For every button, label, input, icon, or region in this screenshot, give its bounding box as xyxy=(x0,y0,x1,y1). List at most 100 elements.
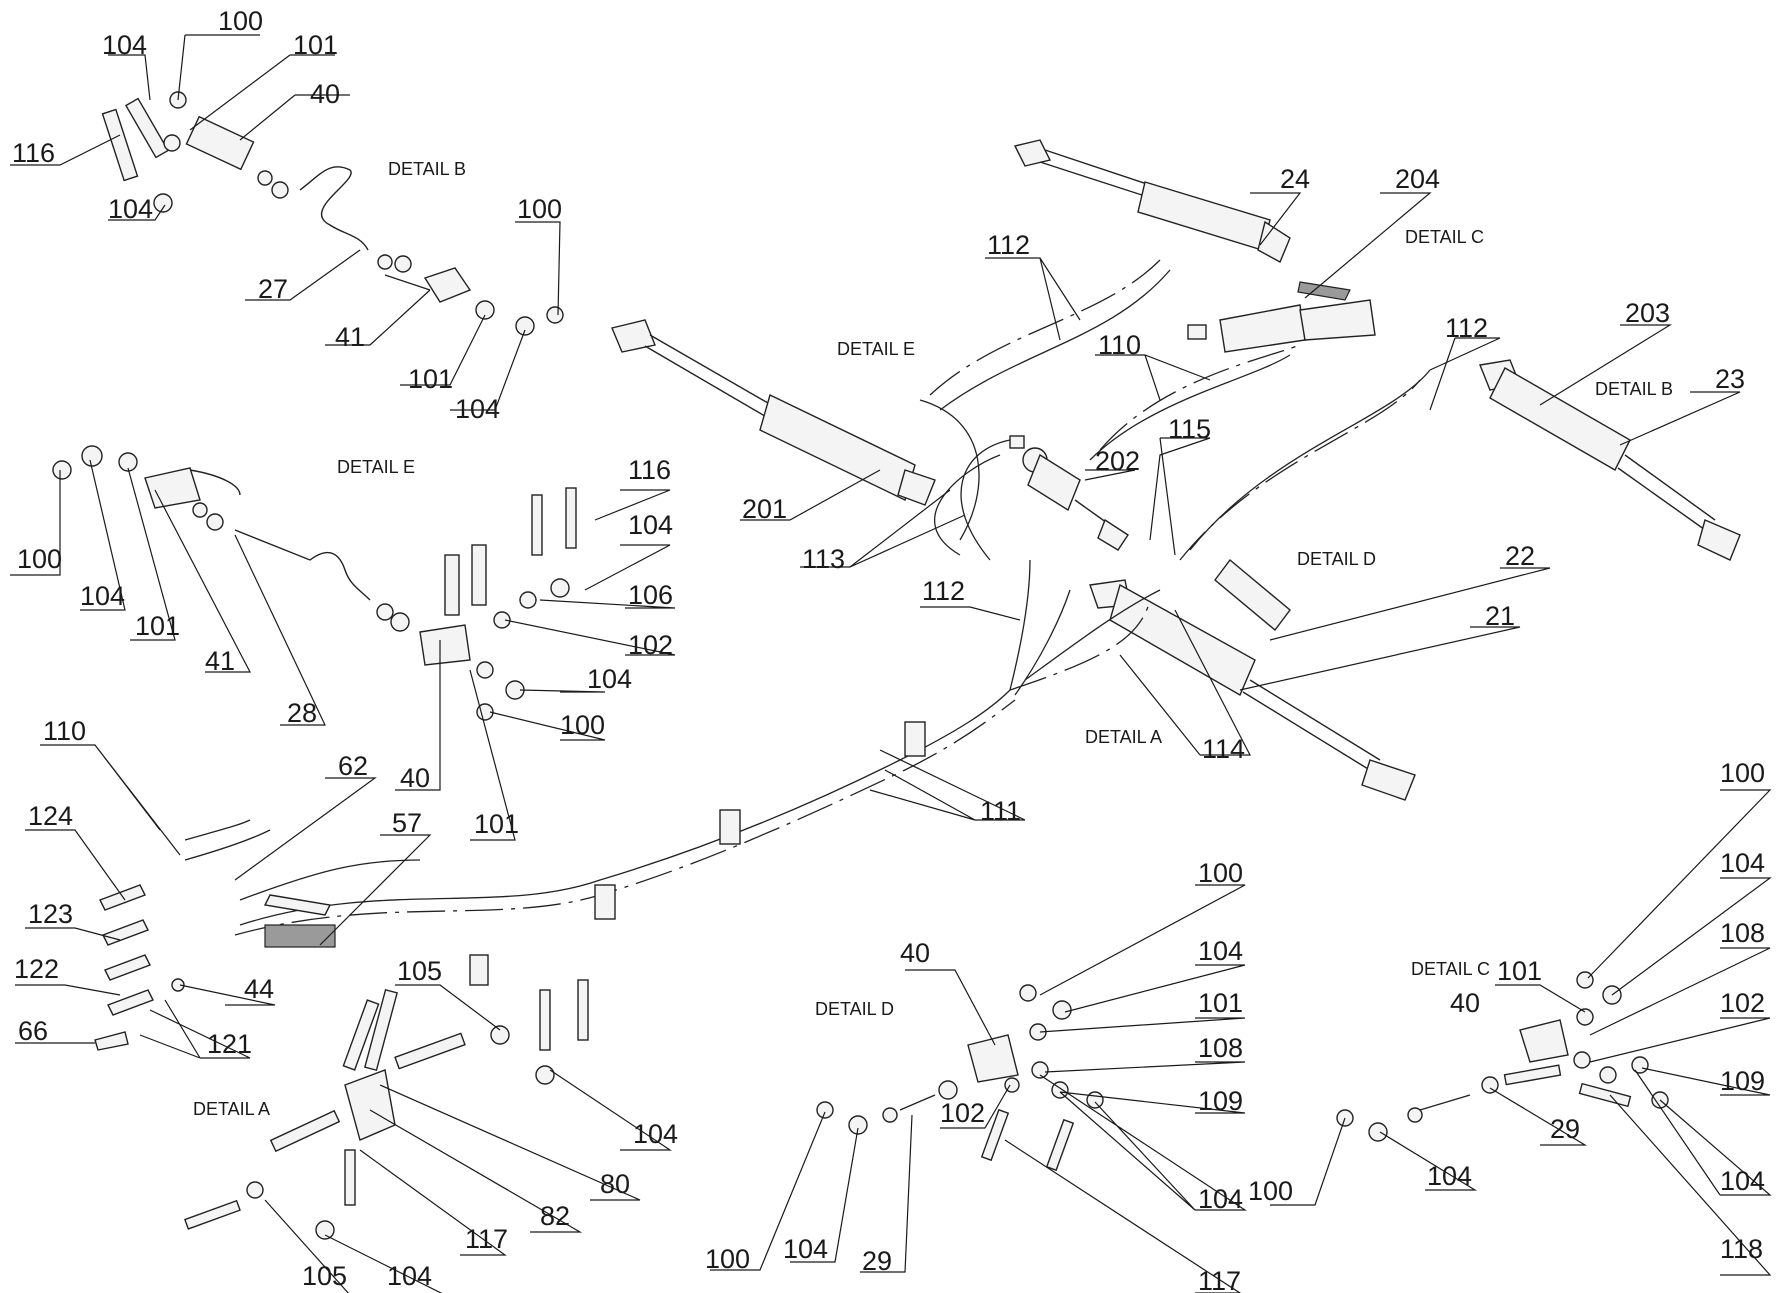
callout: 111 xyxy=(980,796,1021,826)
callout: 100 xyxy=(705,1244,750,1274)
callout: 57 xyxy=(392,808,422,838)
callout: 101 xyxy=(135,611,180,641)
callout: 40 xyxy=(1450,988,1480,1018)
callout: 28 xyxy=(287,698,317,728)
callout: 101 xyxy=(474,809,519,839)
detail-label: DETAIL E xyxy=(837,339,915,359)
callout: 204 xyxy=(1395,164,1440,194)
callout: 104 xyxy=(108,194,153,224)
callout: 104 xyxy=(1198,1184,1243,1214)
callout: 113 xyxy=(802,544,845,574)
callout: 104 xyxy=(1427,1161,1472,1191)
detail-label: DETAIL D xyxy=(1297,549,1376,569)
callout: 110 xyxy=(43,716,86,746)
callout: 201 xyxy=(742,494,787,524)
callout: 104 xyxy=(387,1261,432,1291)
detail-label: DETAIL D xyxy=(815,999,894,1019)
detail-c-bottom-parts xyxy=(1336,971,1669,1142)
callout: 29 xyxy=(862,1246,892,1276)
callout: 117 xyxy=(1198,1266,1241,1293)
cylinder-204 xyxy=(1187,281,1376,353)
parts-drawing xyxy=(52,91,1741,1240)
callout: 118 xyxy=(1720,1234,1763,1264)
callout: 104 xyxy=(102,30,147,60)
cylinder-201 xyxy=(611,319,936,506)
callout: 102 xyxy=(628,630,673,660)
callout: 100 xyxy=(517,194,562,224)
cylinder-24 xyxy=(1013,139,1291,263)
callout: 100 xyxy=(1720,758,1765,788)
callout: 41 xyxy=(205,646,235,676)
callout: 101 xyxy=(293,30,338,60)
leader-lines xyxy=(10,34,1772,1293)
callout: 102 xyxy=(940,1098,985,1128)
callout: 104 xyxy=(633,1119,678,1149)
cylinder-21 xyxy=(1089,558,1416,801)
callout: 27 xyxy=(258,274,288,304)
callout: 105 xyxy=(397,956,442,986)
detail-a-bottom-parts xyxy=(184,979,589,1240)
callout: 40 xyxy=(310,79,340,109)
callout: 112 xyxy=(1445,313,1488,343)
detail-e-left-parts xyxy=(52,445,577,721)
callout: 104 xyxy=(80,581,125,611)
callout: 82 xyxy=(540,1201,570,1231)
callout: 116 xyxy=(12,138,55,168)
callout: 100 xyxy=(560,710,605,740)
callout: 116 xyxy=(628,455,671,485)
callout: 109 xyxy=(1720,1066,1765,1096)
callout: 124 xyxy=(28,801,73,831)
callout: 101 xyxy=(408,364,453,394)
callout: 110 xyxy=(1098,330,1141,360)
callout: 104 xyxy=(628,510,673,540)
callout: 104 xyxy=(1720,848,1765,878)
callout: 104 xyxy=(587,664,632,694)
detail-label: DETAIL A xyxy=(1085,727,1162,747)
callout: 121 xyxy=(207,1029,252,1059)
callout: 40 xyxy=(900,938,930,968)
callout: 115 xyxy=(1168,414,1211,444)
callout: 108 xyxy=(1720,918,1765,948)
callout: 108 xyxy=(1198,1033,1243,1063)
callout: 112 xyxy=(987,230,1030,260)
callout: 105 xyxy=(302,1261,347,1291)
couplings-lower-left xyxy=(94,884,489,1051)
callout: 21 xyxy=(1485,601,1515,631)
callout: 29 xyxy=(1550,1114,1580,1144)
callout: 104 xyxy=(455,394,500,424)
callout: 41 xyxy=(335,322,365,352)
callout: 24 xyxy=(1280,164,1310,194)
cylinder-23 xyxy=(1479,359,1741,561)
callout: 101 xyxy=(1198,988,1243,1018)
callout: 22 xyxy=(1505,541,1535,571)
callout: 80 xyxy=(600,1169,630,1199)
cylinder-202 xyxy=(1009,435,1129,551)
callout: 117 xyxy=(465,1224,508,1254)
callout: 100 xyxy=(218,6,263,36)
detail-label: DETAIL C xyxy=(1405,227,1484,247)
callout: 100 xyxy=(1198,858,1243,888)
callout: 104 xyxy=(783,1234,828,1264)
callout: 62 xyxy=(338,751,368,781)
detail-label: DETAIL B xyxy=(388,159,466,179)
detail-labels: DETAIL B DETAIL C DETAIL E DETAIL B DETA… xyxy=(193,159,1673,1119)
callout: 203 xyxy=(1625,298,1670,328)
callout: 40 xyxy=(400,763,430,793)
callout: 100 xyxy=(17,544,62,574)
callout: 23 xyxy=(1715,364,1745,394)
callout: 66 xyxy=(18,1016,48,1046)
callout: 102 xyxy=(1720,988,1765,1018)
callout: 44 xyxy=(244,974,274,1004)
callout: 104 xyxy=(1720,1166,1765,1196)
callout: 104 xyxy=(1198,936,1243,966)
detail-label: DETAIL A xyxy=(193,1099,270,1119)
callout: 109 xyxy=(1198,1086,1243,1116)
callout: 114 xyxy=(1202,734,1245,764)
detail-label: DETAIL B xyxy=(1595,379,1673,399)
detail-d-bottom-parts xyxy=(816,984,1104,1172)
callout: 123 xyxy=(28,899,73,929)
callout: 101 xyxy=(1497,956,1542,986)
detail-label: DETAIL C xyxy=(1411,959,1490,979)
hose-bundle xyxy=(184,259,1431,936)
